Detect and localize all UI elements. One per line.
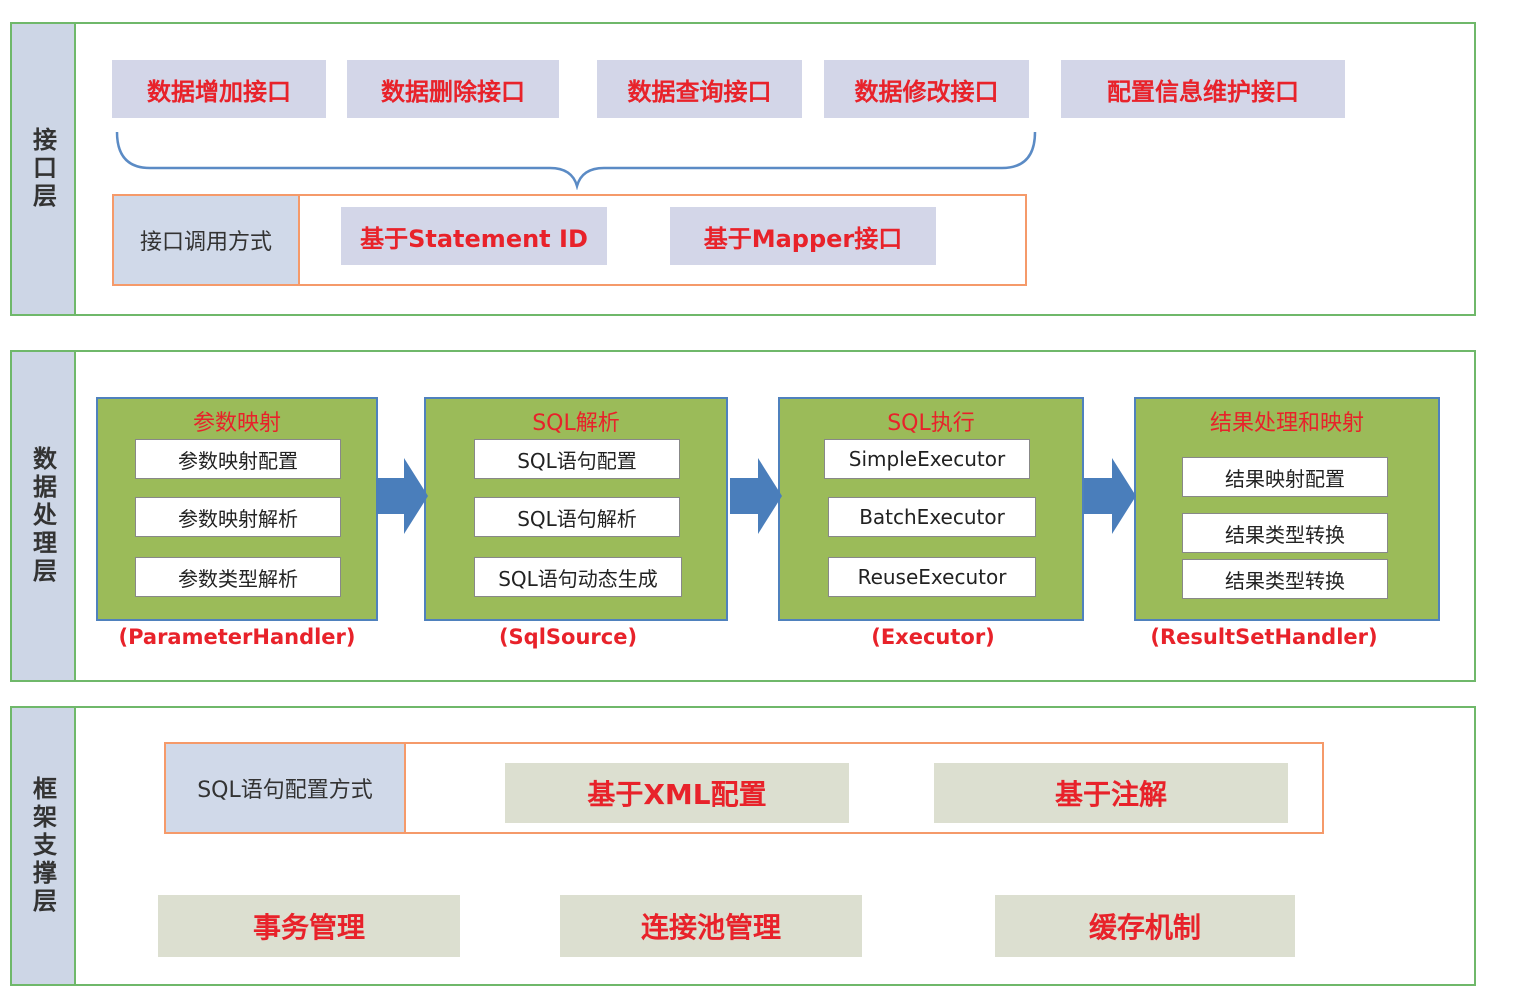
handler-label: (Executor) bbox=[871, 625, 995, 649]
api-update: 数据修改接口 bbox=[824, 60, 1029, 118]
module-title: SQL解析 bbox=[532, 411, 620, 436]
call-by-mapper: 基于Mapper接口 bbox=[670, 207, 936, 265]
config-by-annotation: 基于注解 bbox=[934, 763, 1288, 823]
transaction-management: 事务管理 bbox=[158, 895, 460, 957]
module-item: 参数映射解析 bbox=[135, 497, 341, 537]
handler-label: (SqlSource) bbox=[498, 625, 638, 649]
module-sql-execution: SQL执行 SimpleExecutor BatchExecutor Reuse… bbox=[778, 397, 1084, 621]
module-item: SQL语句解析 bbox=[474, 497, 680, 537]
module-sql-parsing: SQL解析 SQL语句配置 SQL语句解析 SQL语句动态生成 bbox=[424, 397, 728, 621]
arrow-right-icon bbox=[1084, 458, 1136, 534]
framework-layer-label: 框架支撑层 bbox=[12, 708, 76, 984]
sql-config-label: SQL语句配置方式 bbox=[166, 744, 406, 832]
module-item: SQL语句动态生成 bbox=[474, 557, 682, 597]
arrow-right-icon bbox=[730, 458, 782, 534]
module-item: 结果映射配置 bbox=[1182, 457, 1388, 497]
module-item: 结果类型转换 bbox=[1182, 513, 1388, 553]
module-item: 参数类型解析 bbox=[135, 557, 341, 597]
module-item: SQL语句配置 bbox=[474, 439, 680, 479]
handler-label: (ParameterHandler) bbox=[118, 625, 356, 649]
api-query: 数据查询接口 bbox=[597, 60, 802, 118]
cache-mechanism: 缓存机制 bbox=[995, 895, 1295, 957]
module-title: 参数映射 bbox=[192, 411, 281, 436]
module-item: SimpleExecutor bbox=[824, 439, 1030, 479]
config-by-xml: 基于XML配置 bbox=[505, 763, 849, 823]
connection-pool-management: 连接池管理 bbox=[560, 895, 862, 957]
module-item: 结果类型转换 bbox=[1182, 559, 1388, 599]
handler-label: (ResultSetHandler) bbox=[1150, 625, 1378, 649]
module-title: 结果处理和映射 bbox=[1209, 411, 1364, 436]
interface-layer-label: 接口层 bbox=[12, 24, 76, 314]
api-delete: 数据删除接口 bbox=[347, 60, 559, 118]
call-by-statement-id: 基于Statement ID bbox=[341, 207, 607, 265]
module-parameter-mapping: 参数映射 参数映射配置 参数映射解析 参数类型解析 bbox=[96, 397, 378, 621]
api-config-maintain: 配置信息维护接口 bbox=[1061, 60, 1345, 118]
data-layer-label: 数据处理层 bbox=[12, 352, 76, 680]
module-item: 参数映射配置 bbox=[135, 439, 341, 479]
module-result-mapping: 结果处理和映射 结果映射配置 结果类型转换 结果类型转换 bbox=[1134, 397, 1440, 621]
arrow-right-icon bbox=[376, 458, 428, 534]
brace-icon bbox=[115, 131, 1037, 190]
api-add: 数据增加接口 bbox=[112, 60, 326, 118]
module-item: BatchExecutor bbox=[828, 497, 1036, 537]
module-title: SQL执行 bbox=[887, 411, 975, 436]
module-item: ReuseExecutor bbox=[828, 557, 1036, 597]
call-mode-label: 接口调用方式 bbox=[114, 196, 300, 284]
